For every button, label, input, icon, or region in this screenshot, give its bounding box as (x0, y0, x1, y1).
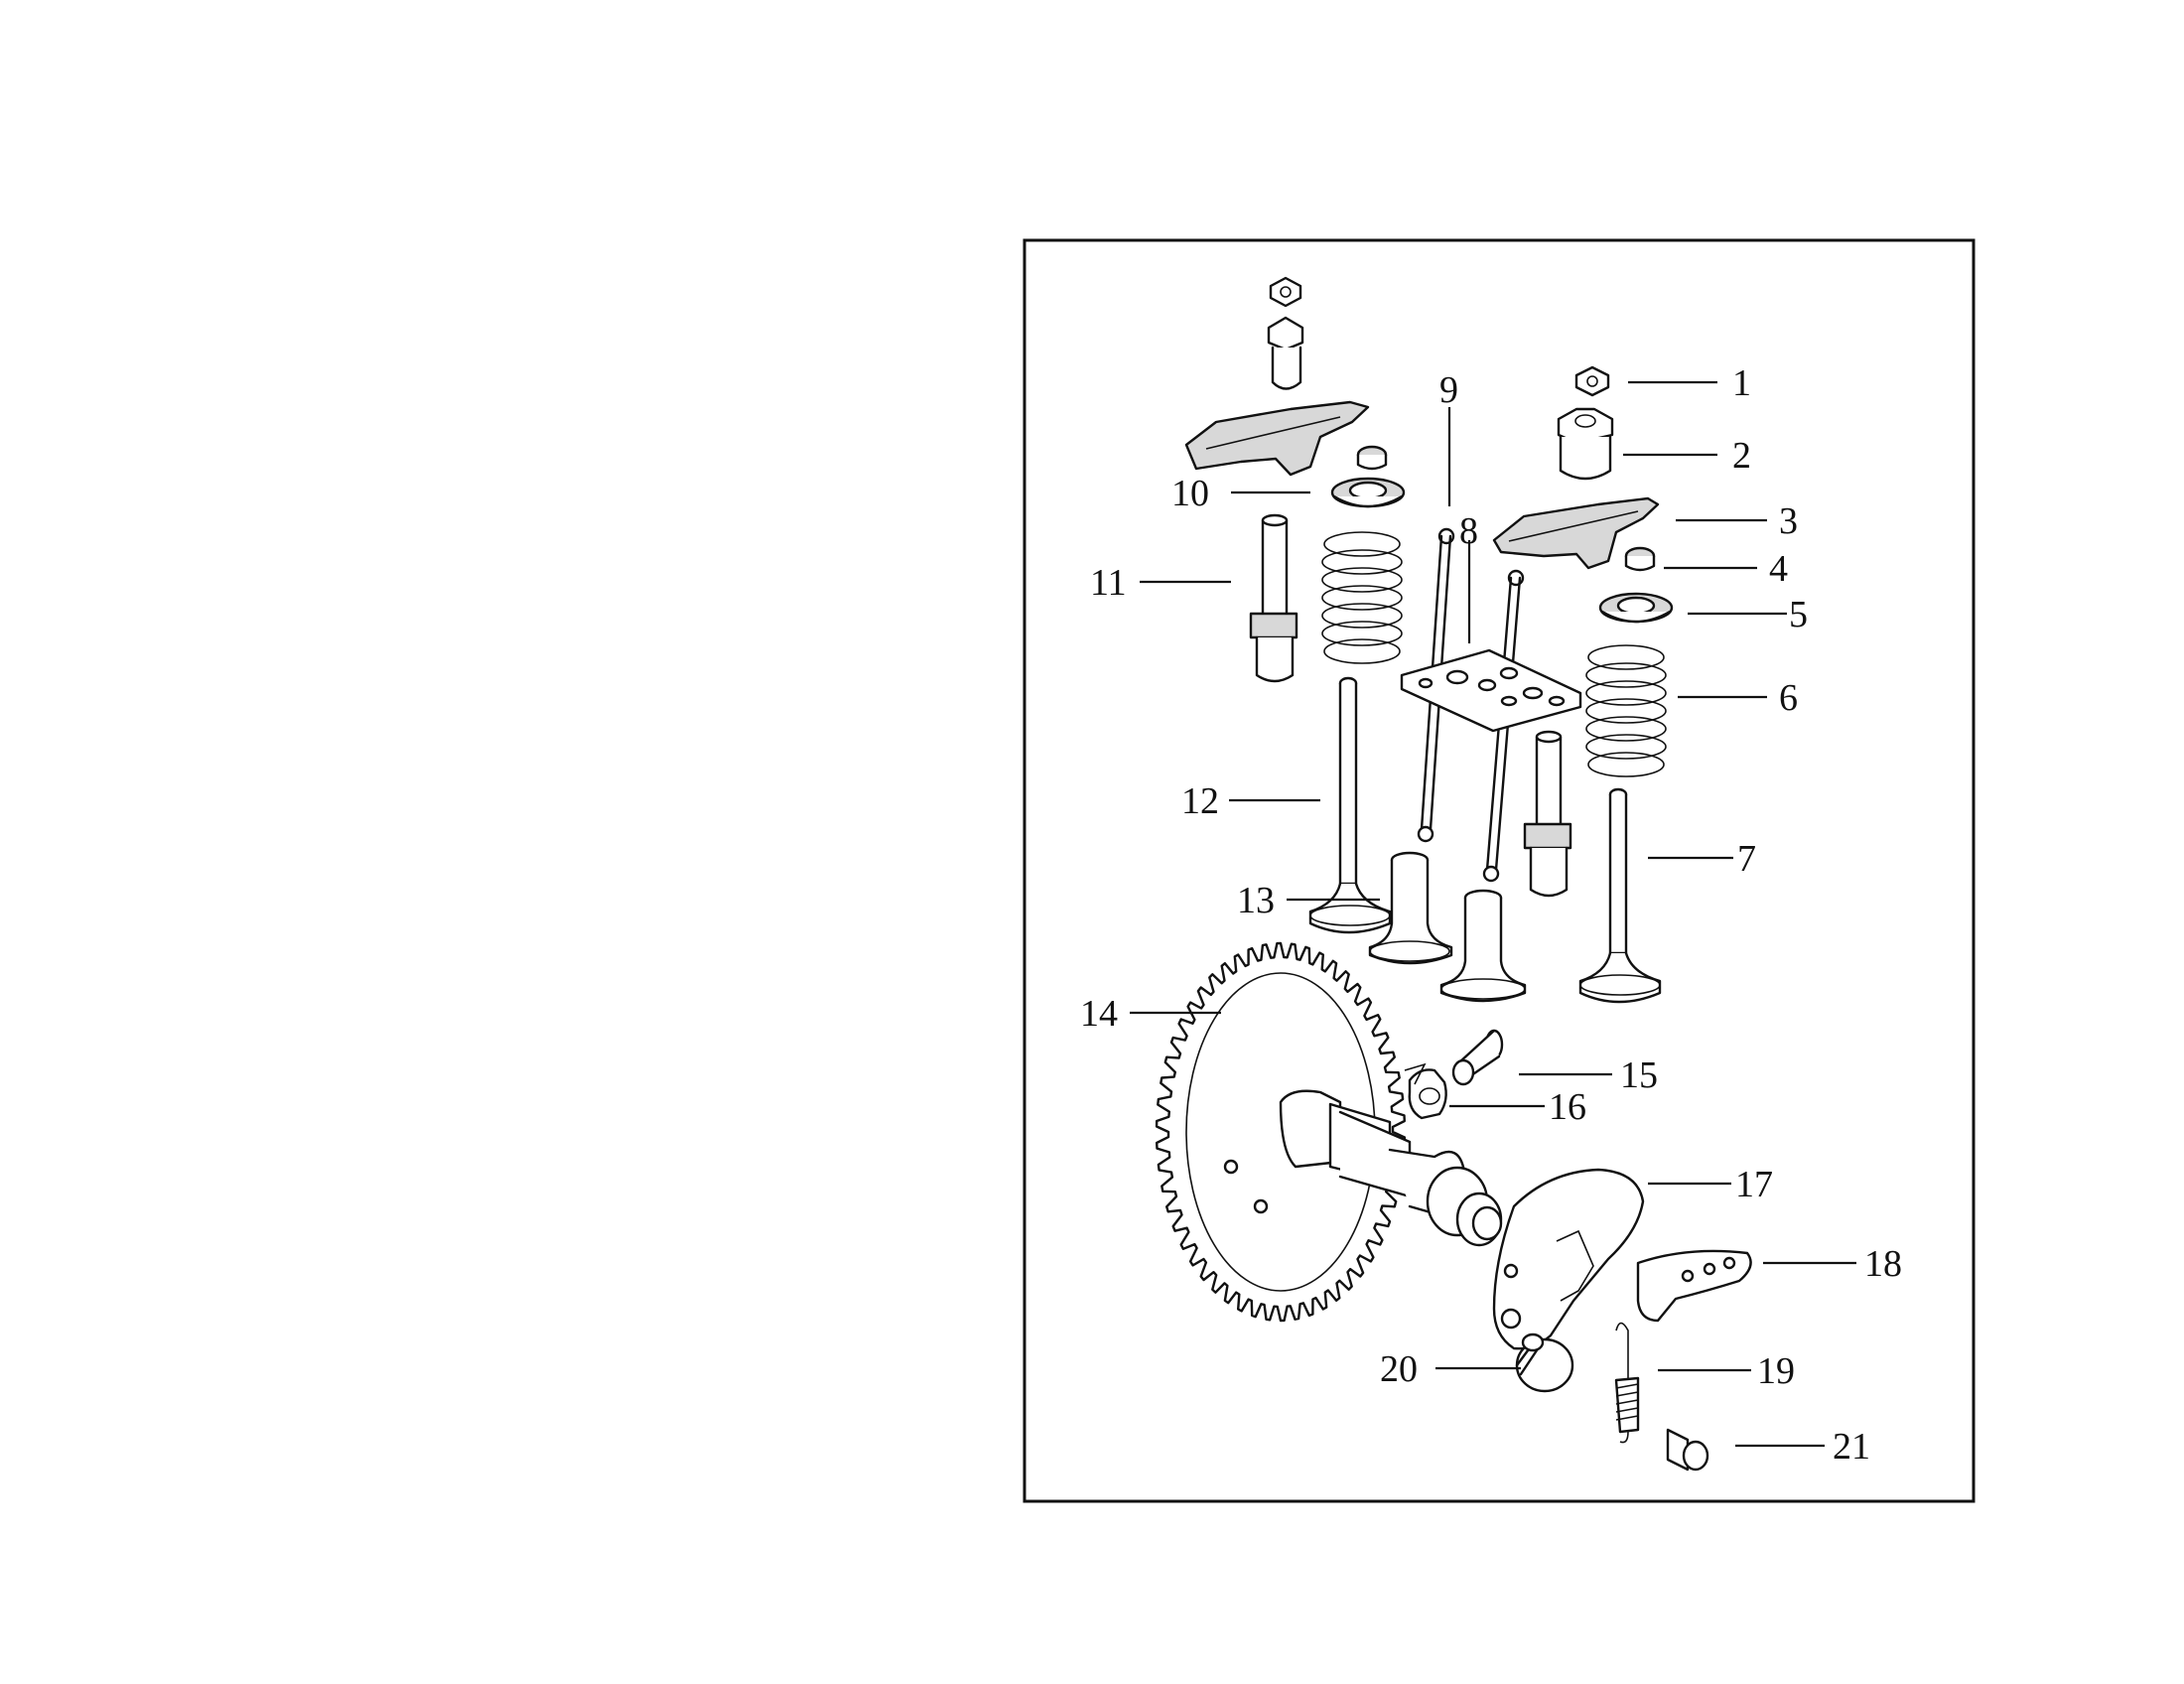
leader-lines (1130, 380, 1856, 1448)
spring-retainer (1598, 592, 1674, 624)
callout-10: 10 (1171, 473, 1209, 514)
tappet-left (1368, 851, 1453, 965)
rocker-arm-pivot (1557, 407, 1614, 481)
diagram-frame (1023, 238, 1976, 1503)
rocker-stud-left (1249, 513, 1298, 683)
callout-4: 4 (1769, 548, 1788, 590)
callout-21: 21 (1833, 1426, 1870, 1468)
callout-13: 13 (1237, 880, 1275, 921)
callout-20: 20 (1380, 1348, 1418, 1390)
valve-cap (1624, 546, 1656, 572)
callout-14: 14 (1080, 993, 1118, 1035)
exhaust-valve (1578, 787, 1662, 1004)
governor-pivot-bolt (1666, 1428, 1709, 1472)
callout-7: 7 (1737, 838, 1756, 880)
callout-9: 9 (1439, 369, 1458, 411)
intake-valve (1308, 676, 1392, 934)
callout-16: 16 (1549, 1086, 1586, 1128)
push-rod-guide-plate (1400, 648, 1582, 733)
callout-19: 19 (1757, 1350, 1795, 1392)
callout-6: 6 (1779, 677, 1798, 719)
rocker-arm-nut (1574, 365, 1610, 397)
callout-8: 8 (1459, 510, 1478, 552)
callout-15: 15 (1620, 1054, 1658, 1096)
callout-2: 2 (1732, 435, 1751, 477)
left-valve-cap (1356, 445, 1388, 471)
cam-gear (1155, 941, 1407, 1323)
left-rocker-arm (1184, 400, 1370, 477)
left-rocker-pivot (1267, 316, 1304, 390)
governor-shaft-cap (1515, 1333, 1574, 1393)
callout-11: 11 (1090, 562, 1127, 604)
rocker-stud-right (1523, 730, 1572, 898)
governor-weight (1636, 1249, 1752, 1323)
governor-pin (1451, 1029, 1504, 1086)
valve-spring (1585, 644, 1667, 777)
callout-1: 1 (1732, 362, 1751, 404)
camshaft (1279, 1089, 1503, 1247)
left-valve-spring (1321, 531, 1403, 664)
callout-18: 18 (1864, 1243, 1902, 1285)
rocker-arm (1492, 496, 1660, 570)
left-spring-retainer (1330, 477, 1406, 508)
governor-clip (1404, 1062, 1447, 1120)
callout-17: 17 (1735, 1164, 1773, 1205)
tappet-right (1439, 889, 1527, 1003)
governor-spring (1614, 1322, 1640, 1444)
left-rocker-nut (1269, 276, 1302, 308)
callout-5: 5 (1789, 594, 1808, 635)
governor-plate (1492, 1168, 1645, 1350)
callout-12: 12 (1181, 780, 1219, 822)
callout-3: 3 (1779, 500, 1798, 542)
